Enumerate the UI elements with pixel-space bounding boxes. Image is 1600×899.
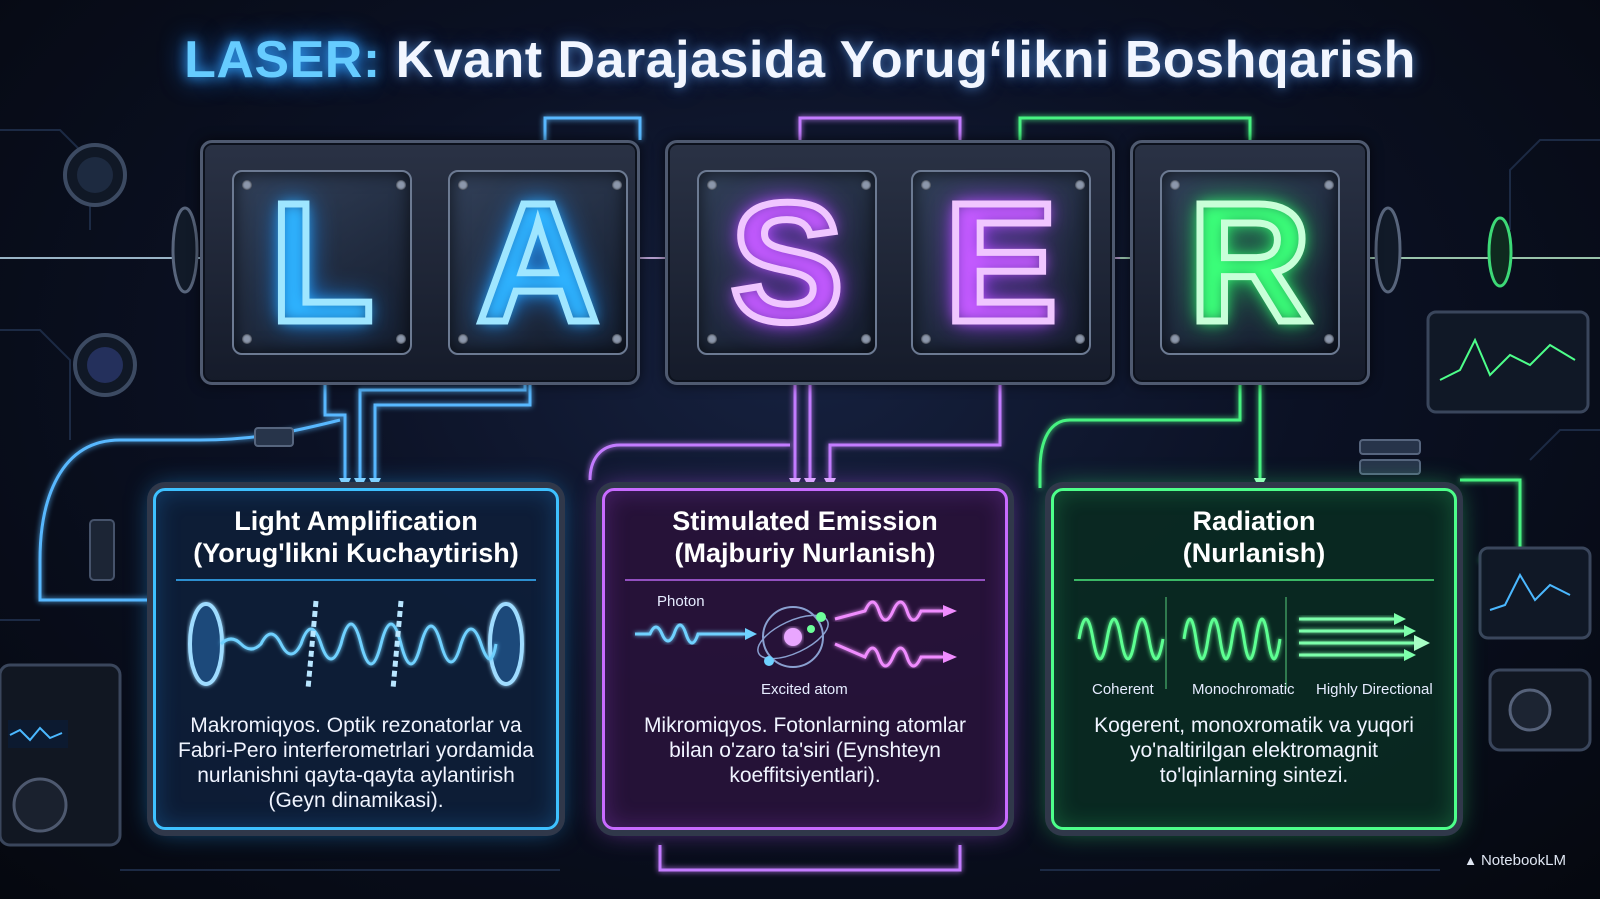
bolt-icon xyxy=(396,180,406,190)
bolt-icon xyxy=(612,180,622,190)
bolt-icon xyxy=(396,334,406,344)
letter-tile-l: L xyxy=(232,170,412,355)
optical-resonator-icon xyxy=(188,600,524,690)
title-accent: LASER: xyxy=(184,31,381,89)
bolt-icon xyxy=(458,180,468,190)
device-icon xyxy=(0,427,1421,847)
panel-title: Stimulated Emission xyxy=(672,506,938,536)
excited-atom-icon xyxy=(635,600,957,668)
radiation-illustration: Coherent Monochromatic Highly Directiona… xyxy=(1074,589,1434,707)
bolt-icon xyxy=(707,180,717,190)
bolt-icon xyxy=(1170,334,1180,344)
letter-e: E xyxy=(941,167,1061,358)
page-title: LASER: Kvant Darajasida Yorug‘likni Bosh… xyxy=(0,30,1600,90)
letter-tile-e: E xyxy=(911,170,1091,355)
panel-subtitle: (Nurlanish) xyxy=(1182,538,1326,568)
panel-light-amplification: Light Amplification (Yorug'likni Kuchayt… xyxy=(153,488,559,830)
letter-tile-r: R xyxy=(1160,170,1340,355)
lens-icon xyxy=(63,143,1513,397)
divider xyxy=(625,579,985,581)
letter-r: R xyxy=(1185,167,1315,358)
bolt-icon xyxy=(1075,180,1085,190)
panel-title: Light Amplification xyxy=(234,506,478,536)
letter-a: A xyxy=(473,167,603,358)
bolt-icon xyxy=(1324,180,1334,190)
letter-tile-s: S xyxy=(697,170,877,355)
panel-subtitle: (Yorug'likni Kuchaytirish) xyxy=(193,538,519,568)
highly-directional-label: Highly Directional xyxy=(1316,681,1433,698)
letter-tile-a: A xyxy=(448,170,628,355)
monitor-icon xyxy=(1426,310,1592,752)
bolt-icon xyxy=(861,180,871,190)
title-rest: Kvant Darajasida Yorug‘likni Boshqarish xyxy=(380,31,1416,89)
panel-description: Makromiqyos. Optik rezonatorlar va Fabri… xyxy=(178,714,534,812)
bolt-icon xyxy=(242,180,252,190)
panel-description: Kogerent, monoxromatik va yuqori yo'nalt… xyxy=(1094,714,1414,787)
bolt-icon xyxy=(707,334,717,344)
bolt-icon xyxy=(861,334,871,344)
bolt-icon xyxy=(1170,180,1180,190)
panel-radiation: Radiation (Nurlanish) xyxy=(1051,488,1457,830)
brand-text: NotebookLM xyxy=(1480,852,1566,869)
letter-l: L xyxy=(267,167,378,358)
notebooklm-icon: ▲ xyxy=(1464,853,1477,868)
bolt-icon xyxy=(612,334,622,344)
bolt-icon xyxy=(921,334,931,344)
bolt-icon xyxy=(1324,334,1334,344)
bolt-icon xyxy=(458,334,468,344)
panel-description: Mikromiqyos. Fotonlarning atomlar bilan … xyxy=(643,714,967,787)
panel-stimulated-emission: Stimulated Emission (Majburiy Nurlanish) xyxy=(602,488,1008,830)
divider xyxy=(1074,579,1434,581)
excited-atom-label: Excited atom xyxy=(761,681,848,698)
bolt-icon xyxy=(921,180,931,190)
letter-s: S xyxy=(727,167,847,358)
bolt-icon xyxy=(242,334,252,344)
coherent-label: Coherent xyxy=(1092,681,1154,698)
divider xyxy=(176,579,536,581)
wave-icon xyxy=(1077,597,1430,689)
panel-title: Radiation xyxy=(1192,506,1316,536)
resonator-illustration xyxy=(176,589,536,707)
photon-label: Photon xyxy=(657,593,705,610)
monochromatic-label: Monochromatic xyxy=(1192,681,1295,698)
bolt-icon xyxy=(1075,334,1085,344)
brand-mark: ▲NotebookLM xyxy=(1464,852,1566,869)
emission-illustration: Photon Excited atom xyxy=(625,589,985,707)
panel-subtitle: (Majburiy Nurlanish) xyxy=(674,538,936,568)
